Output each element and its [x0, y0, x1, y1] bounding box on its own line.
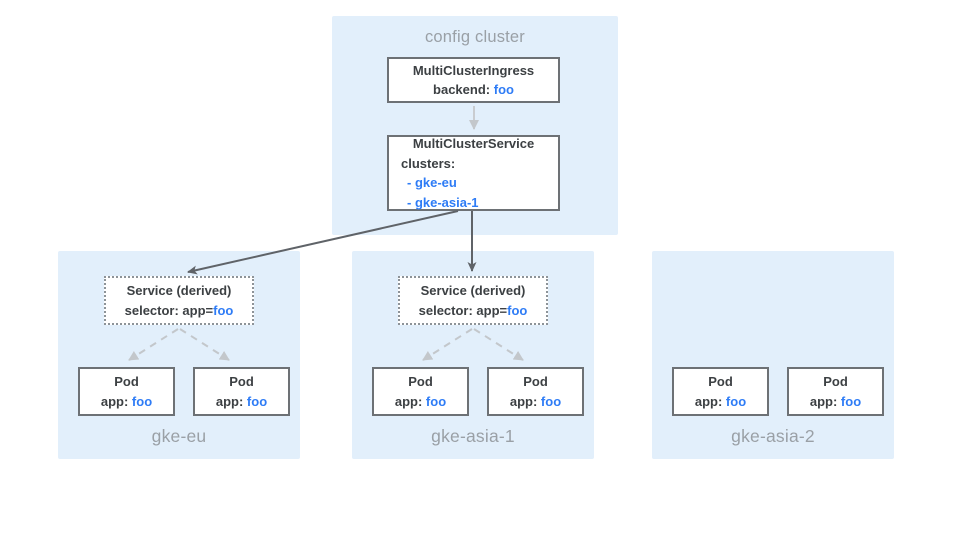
- service-selector-line: selector: app=foo: [400, 301, 546, 321]
- pod-app-line: app: foo: [195, 392, 288, 412]
- gke-eu-pod-2-box: Pod app: foo: [193, 367, 290, 416]
- pod-title: Pod: [823, 374, 848, 389]
- service-selector-value: foo: [213, 302, 234, 318]
- mcs-cluster-ref: - gke-eu: [407, 175, 457, 190]
- pod-app-value: foo: [131, 393, 153, 409]
- pod-app-label: app:: [215, 393, 244, 409]
- service-selector-label: selector: app=: [124, 302, 214, 318]
- pod-title: Pod: [708, 374, 733, 389]
- pod-title: Pod: [523, 374, 548, 389]
- service-selector-line: selector: app=foo: [106, 301, 252, 321]
- mci-backend-value: foo: [493, 82, 514, 97]
- mci-name: MultiClusterIngress: [412, 62, 535, 78]
- pod-app-value: foo: [840, 393, 862, 409]
- config-cluster-title: config cluster: [424, 28, 525, 46]
- gke-asia-1-label: gke-asia-1: [431, 426, 515, 446]
- pod-app-line: app: foo: [374, 392, 467, 412]
- pod-app-line: app: foo: [789, 392, 882, 412]
- multi-cluster-service-box: MultiClusterService clusters: - gke-eu -…: [387, 135, 560, 211]
- pod-title: Pod: [408, 374, 433, 389]
- multi-cluster-ingress-box: MultiClusterIngress backend: foo: [387, 57, 560, 103]
- gke-asia-2-label: gke-asia-2: [731, 426, 815, 446]
- gke-eu-label: gke-eu: [151, 426, 207, 446]
- mci-backend-line: backend: foo: [389, 80, 558, 100]
- pod-app-line: app: foo: [80, 392, 173, 412]
- service-title: Service (derived): [420, 283, 526, 298]
- gke-asia-1-pod-1-box: Pod app: foo: [372, 367, 469, 416]
- pod-app-label: app:: [394, 393, 423, 409]
- pod-title: Pod: [114, 374, 139, 389]
- gke-asia-1-panel: gke-asia-1: [352, 251, 594, 459]
- gke-asia-1-pod-2-box: Pod app: foo: [487, 367, 584, 416]
- gke-asia-1-derived-service-box: Service (derived) selector: app=foo: [398, 276, 548, 325]
- pod-app-line: app: foo: [674, 392, 767, 412]
- gke-asia-2-pod-1-box: Pod app: foo: [672, 367, 769, 416]
- gke-eu-pod-1-box: Pod app: foo: [78, 367, 175, 416]
- pod-app-label: app:: [509, 393, 538, 409]
- gke-asia-2-panel: gke-asia-2: [652, 251, 894, 459]
- service-selector-label: selector: app=: [418, 302, 508, 318]
- mcs-clusters-label: clusters:: [401, 155, 456, 171]
- pod-app-line: app: foo: [489, 392, 582, 412]
- mci-backend-label: backend:: [433, 82, 491, 97]
- pod-app-label: app:: [694, 393, 723, 409]
- pod-app-label: app:: [100, 393, 129, 409]
- pod-app-value: foo: [246, 393, 268, 409]
- pod-app-label: app:: [809, 393, 838, 409]
- gke-asia-2-pod-2-box: Pod app: foo: [787, 367, 884, 416]
- pod-app-value: foo: [540, 393, 562, 409]
- mcs-cluster-ref: - gke-asia-1: [407, 194, 479, 210]
- pod-app-value: foo: [425, 393, 447, 409]
- pod-title: Pod: [229, 374, 254, 389]
- service-title: Service (derived): [126, 283, 232, 298]
- service-selector-value: foo: [507, 302, 528, 318]
- pod-app-value: foo: [725, 393, 747, 409]
- gke-eu-derived-service-box: Service (derived) selector: app=foo: [104, 276, 254, 325]
- mcs-name: MultiClusterService: [412, 136, 535, 151]
